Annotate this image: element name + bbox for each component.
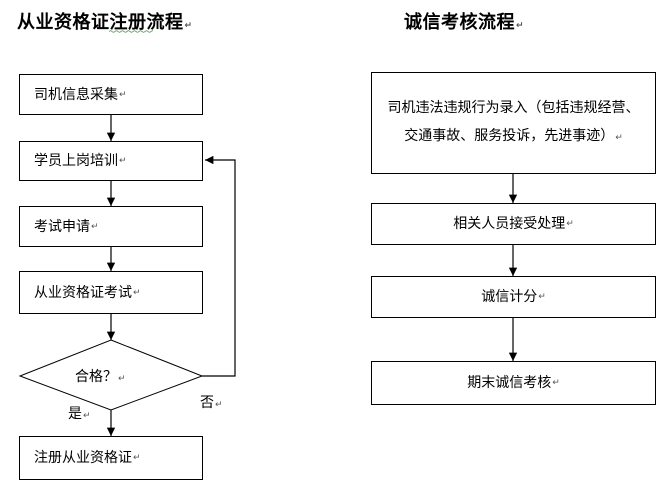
paragraph-mark: ↵ (615, 133, 623, 143)
step-violation-entry: 司机违法违规行为录入（包括违规经营、交通事故、服务投诉，先进事迹）↵ (371, 72, 656, 174)
paragraph-mark: ↵ (91, 221, 99, 232)
step-qualification-exam: 从业资格证考试↵ (19, 271, 203, 314)
step-training: 学员上岗培训↵ (19, 141, 203, 181)
paragraph-mark: ↵ (133, 287, 141, 298)
paragraph-mark: ↵ (119, 89, 127, 100)
step-handling: 相关人员接受处理↵ (371, 203, 656, 245)
step-final-assessment: 期末诚信考核↵ (371, 361, 656, 405)
paragraph-mark: ↵ (538, 292, 546, 302)
no-label: 否↵ (200, 395, 223, 411)
paragraph-mark: ↵ (133, 453, 141, 463)
spellcheck-underline (109, 30, 153, 33)
paragraph-mark: ↵ (552, 378, 560, 388)
paragraph-mark: ↵ (83, 411, 91, 421)
paragraph-mark: ↵ (516, 21, 525, 31)
paragraph-mark: ↵ (215, 400, 223, 410)
paragraph-mark: ↵ (119, 156, 127, 166)
decision-label: 合格？↵ (75, 369, 126, 385)
step-register-qualification: 注册从业资格证↵ (19, 436, 203, 480)
left-flow-title: 从业资格证注册流程↵ (17, 12, 193, 33)
step-credit-score: 诚信计分↵ (371, 276, 656, 318)
yes-label: 是↵ (68, 406, 91, 422)
decision-diamond (18, 339, 204, 411)
step-driver-info: 司机信息采集↵ (19, 74, 203, 115)
paragraph-mark: ↵ (118, 374, 126, 384)
right-flow-title: 诚信考核流程↵ (404, 12, 525, 33)
loop-back-arrow (202, 155, 236, 377)
paragraph-mark: ↵ (566, 219, 574, 229)
step-exam-application: 考试申请↵ (19, 206, 203, 247)
paragraph-mark: ↵ (184, 21, 193, 31)
